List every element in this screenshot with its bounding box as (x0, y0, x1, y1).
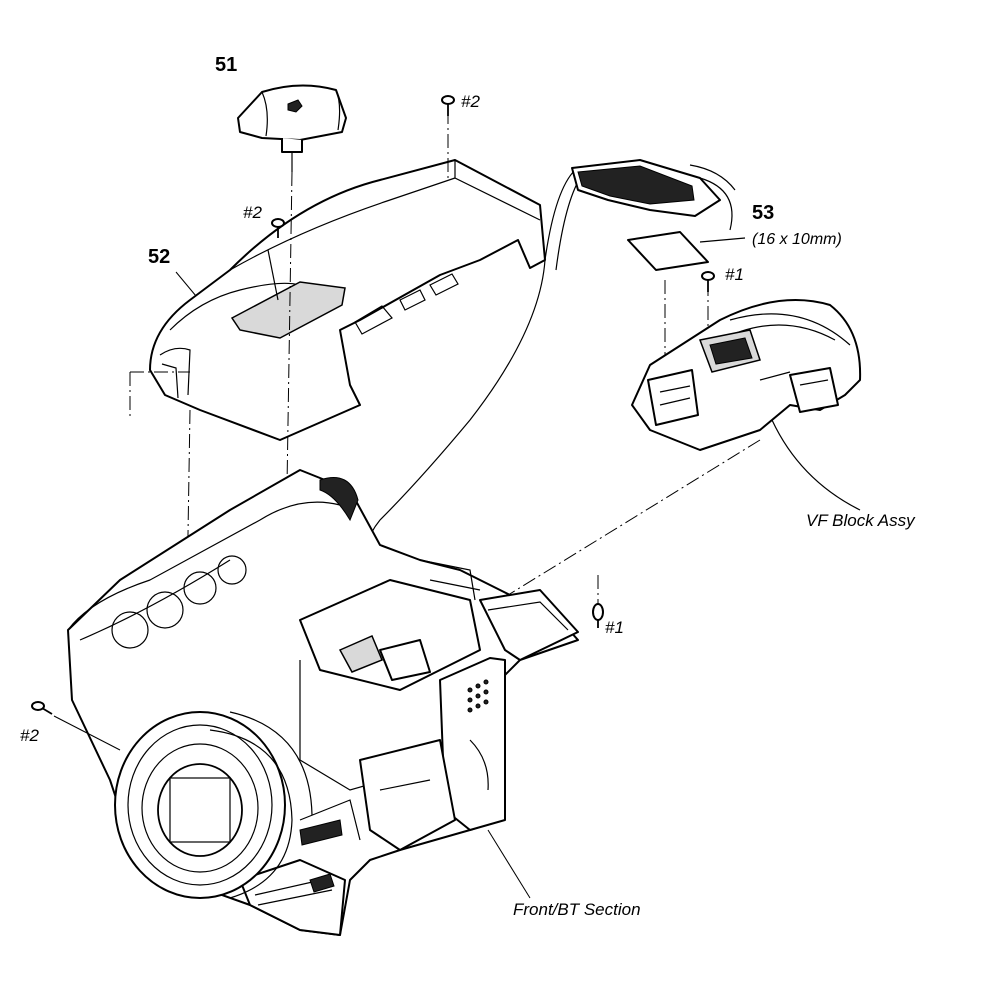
screw-label-top-right: #2 (461, 92, 480, 111)
callout-part-53: 53 (752, 202, 775, 224)
screw-chassis-right (592, 603, 604, 628)
screw-lower-left (31, 701, 53, 715)
part-53-sheet (627, 231, 746, 271)
part-52-top-cabinet (149, 159, 546, 441)
screw-label-vf-block: #1 (725, 265, 744, 284)
board-dot-pattern (467, 679, 489, 713)
screw-label-lower-left: #2 (20, 726, 39, 745)
label-front-bt-section: Front/BT Section (513, 900, 641, 919)
callout-part-52: 52 (148, 246, 171, 268)
vf-block-assy (631, 299, 862, 511)
screw-label-top-left: #2 (243, 203, 262, 222)
label-vf-block-assy: VF Block Assy (806, 511, 915, 530)
lens-barrel (114, 711, 313, 899)
flat-cable (571, 159, 736, 231)
part-51-cap (237, 84, 347, 172)
screw-label-chassis-right: #1 (605, 618, 624, 637)
part-53-size: (16 x 10mm) (752, 231, 842, 248)
screw-vf-block (701, 271, 715, 292)
screw-top-right (441, 95, 455, 116)
screw-top-left (271, 218, 285, 238)
callout-part-51: 51 (215, 54, 238, 76)
